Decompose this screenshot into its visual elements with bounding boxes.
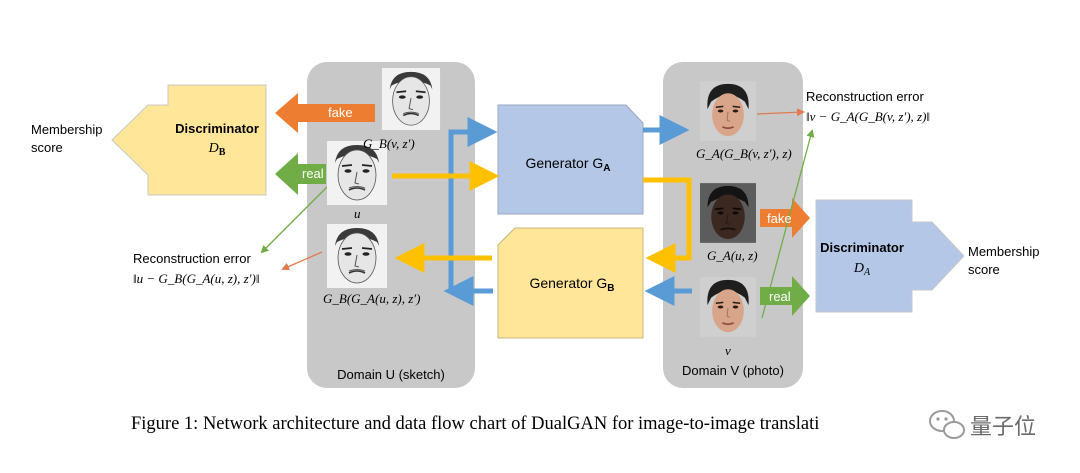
label-gb-ga-u: G_B(G_A(u, z), z′) <box>323 291 420 306</box>
generator-a-shape <box>497 104 644 215</box>
fake-label-right: fake <box>767 211 792 226</box>
recon-green-left <box>260 181 333 254</box>
wechat-logo-icon <box>929 410 965 439</box>
real-label-right: real <box>769 289 791 304</box>
figure-caption: Figure 1: Network architecture and data … <box>131 414 819 434</box>
discriminator-a-label: Discriminator <box>820 240 904 255</box>
label-ga-u: G_A(u, z) <box>707 248 758 263</box>
fake-arrow-left <box>275 93 375 133</box>
domain-v-label: Domain V (photo) <box>682 363 784 378</box>
discriminator-a-shape <box>815 199 965 313</box>
discriminator-b-shape <box>111 84 267 196</box>
face-image-gb-ga-u <box>327 224 387 288</box>
real-label-left: real <box>302 166 324 181</box>
generator-b-label: Generator GB <box>529 275 614 294</box>
reconstruction-right-formula: ‖v − G_A(G_B(v, z′), z)‖ <box>806 109 930 124</box>
face-image-ga-u <box>700 182 756 244</box>
watermark-text: 量子位 <box>970 414 1036 439</box>
discriminator-a-symbol: DA <box>853 261 871 278</box>
generator-b-shape <box>497 227 644 339</box>
real-arrow-left <box>275 153 326 195</box>
label-u: u <box>354 206 361 221</box>
fake-arrow-right <box>760 198 810 238</box>
membership-score-right-line1: Membership <box>968 244 1040 259</box>
face-image-ga-gb-v <box>700 80 756 142</box>
membership-score-left-line2: score <box>31 140 63 155</box>
label-ga-gb-v: G_A(G_B(v, z′), z) <box>696 146 792 161</box>
yellow-flow-arrows <box>392 161 692 273</box>
recon-orange-left <box>281 251 323 271</box>
label-v: v <box>725 343 731 358</box>
face-image-v <box>700 276 756 338</box>
face-image-gb-v <box>381 68 441 130</box>
fake-label-left: fake <box>328 105 353 120</box>
real-arrow-right <box>760 276 810 316</box>
label-gb-v: G_B(v, z′) <box>363 136 415 151</box>
recon-orange-right <box>756 108 805 117</box>
blue-flow-arrows <box>443 115 692 306</box>
reconstruction-right-title: Reconstruction error <box>806 89 924 104</box>
domain-u-label: Domain U (sketch) <box>337 367 445 382</box>
membership-score-right-line2: score <box>968 262 1000 277</box>
recon-green-right <box>761 129 815 319</box>
membership-score-left-line1: Membership <box>31 122 103 137</box>
discriminator-b-symbol: DB <box>208 141 226 158</box>
reconstruction-left-title: Reconstruction error <box>133 251 251 266</box>
discriminator-b-label: Discriminator <box>175 121 259 136</box>
generator-a-label: Generator GA <box>525 155 610 174</box>
reconstruction-left-formula: ‖u − G_B(G_A(u, z), z′)‖ <box>133 271 260 286</box>
